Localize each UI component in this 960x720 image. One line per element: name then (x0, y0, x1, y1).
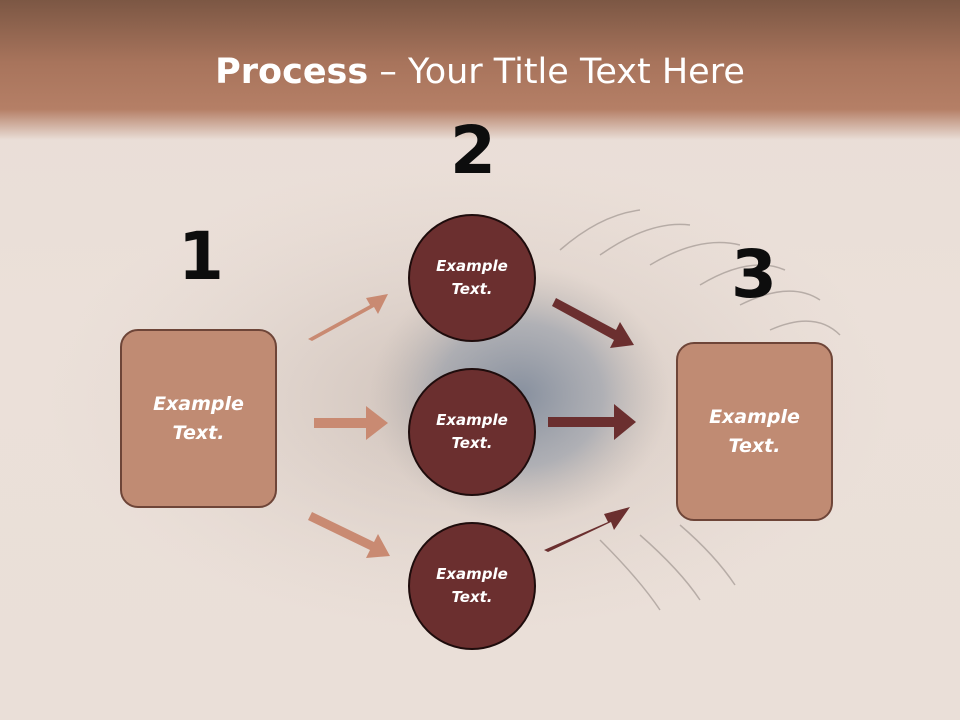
step-number-3: 3 (731, 236, 777, 313)
step-1-box: Example Text. (120, 329, 277, 508)
arrow-right-light (314, 406, 388, 440)
title-bold: Process (215, 52, 369, 92)
step-number-1: 1 (178, 218, 224, 295)
arrow-down-right-dark (552, 298, 634, 348)
step-2-circle-middle: Example Text. (408, 368, 536, 496)
step-3-box: Example Text. (676, 342, 833, 521)
arrow-down-right-light (308, 512, 390, 558)
arrow-up-right-dark (544, 507, 630, 552)
slide-title: Process – Your Title Text Here (0, 52, 960, 92)
arrow-right-dark (548, 404, 636, 440)
step-number-2: 2 (450, 112, 496, 189)
step-1-label: Example Text. (153, 393, 244, 444)
step-2-circle-bottom: Example Text. (408, 522, 536, 650)
arrow-up-right-light (308, 294, 388, 341)
step-2-circle-top: Example Text. (408, 214, 536, 342)
circle-bottom-label: Example Text. (436, 564, 508, 606)
circle-top-label: Example Text. (436, 256, 508, 298)
header-band (0, 0, 960, 140)
title-rest: – Your Title Text Here (368, 52, 745, 92)
step-3-label: Example Text. (709, 406, 800, 457)
circle-middle-label: Example Text. (436, 410, 508, 452)
